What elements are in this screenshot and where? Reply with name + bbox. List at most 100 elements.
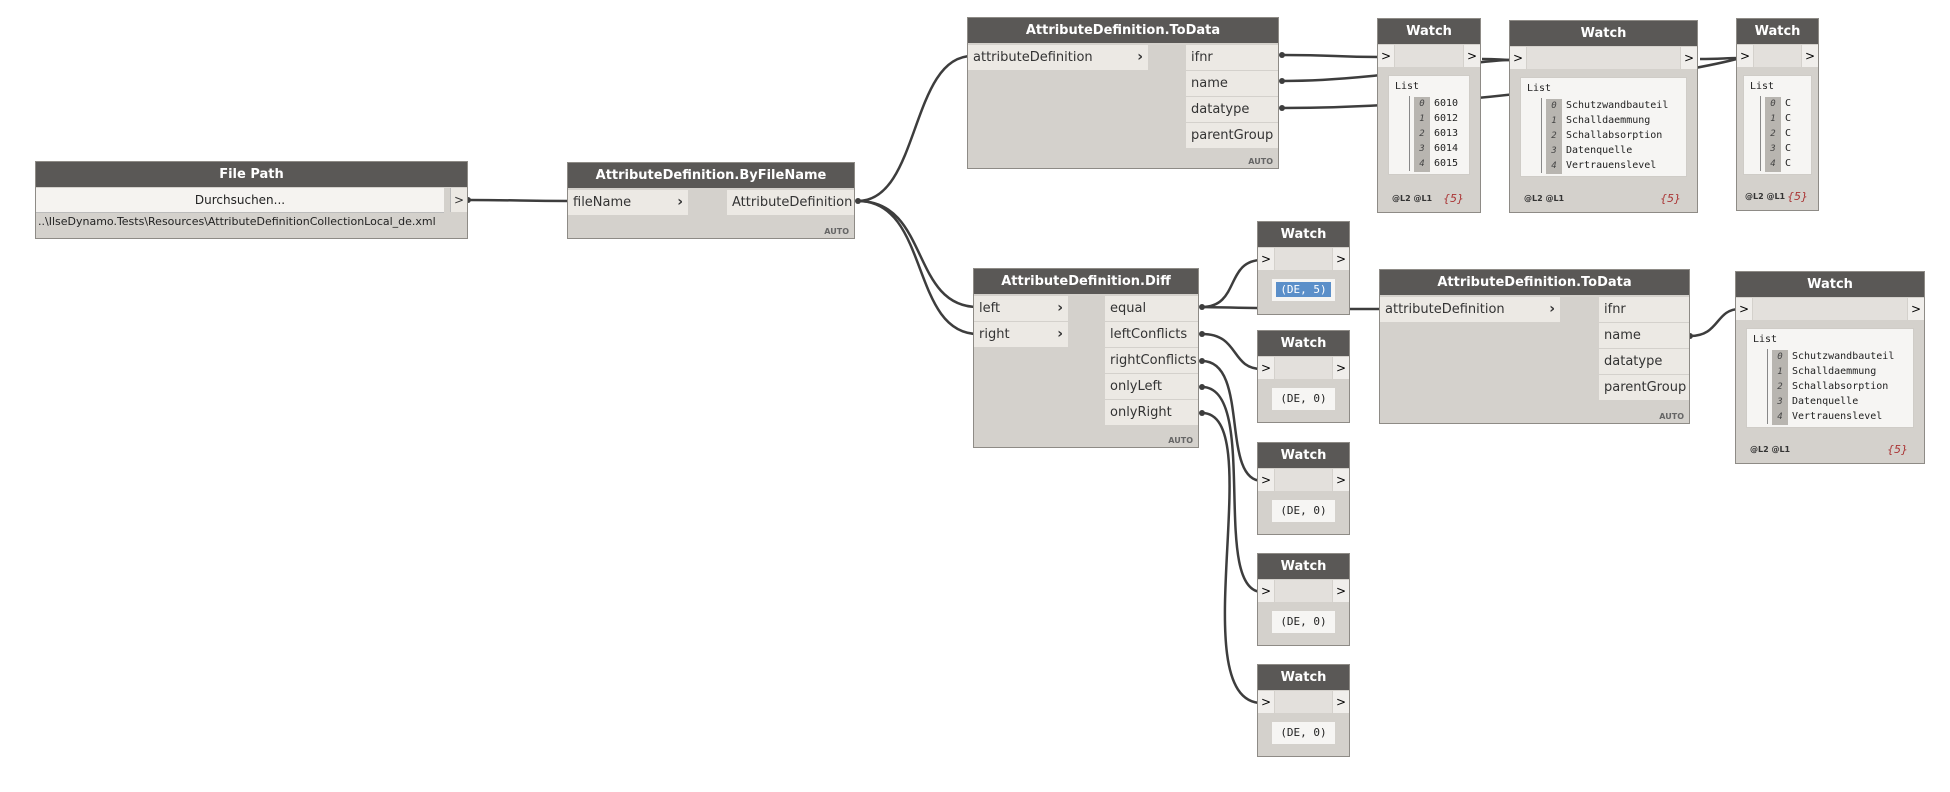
output-port-rightconflicts[interactable]: rightConflicts — [1105, 348, 1198, 373]
output-port-onlyleft[interactable]: onlyLeft — [1105, 374, 1198, 399]
watch-title: Watch — [1378, 19, 1480, 44]
watch-output-port[interactable]: > — [1333, 580, 1349, 602]
port-label: name — [1604, 328, 1641, 343]
wire-watch-chain-2 — [1699, 56, 1741, 61]
port-label: ifnr — [1191, 50, 1213, 65]
watch-port-bar — [1275, 248, 1332, 270]
list-count: {5} — [1787, 190, 1808, 203]
chevron-right-icon: › — [677, 194, 683, 210]
watch-input-port[interactable]: > — [1258, 357, 1274, 379]
watch-input-port[interactable]: > — [1737, 45, 1753, 67]
watch-output-port[interactable]: > — [1908, 298, 1924, 320]
input-port-filename[interactable]: fileName › — [568, 190, 688, 215]
by-file-name-node[interactable]: AttributeDefinition.ByFileName fileName … — [567, 162, 855, 239]
list-label: List — [1527, 83, 1552, 94]
output-port-equal[interactable]: equal — [1105, 296, 1198, 321]
watch-footer: @L2 @L1 {5} — [1741, 190, 1814, 204]
input-port-left[interactable]: left› — [974, 296, 1068, 321]
file-path-output-port[interactable]: > — [450, 188, 467, 212]
watch-output-port[interactable]: > — [1681, 47, 1697, 69]
output-port-parentgroup[interactable]: parentGroup — [1186, 123, 1278, 148]
port-label: parentGroup — [1604, 380, 1687, 395]
watch-input-port[interactable]: > — [1258, 691, 1274, 713]
watch-footer: @L2 @L1 {5} — [1388, 192, 1470, 206]
watch-node-equal[interactable]: Watch > > (DE, 5) — [1257, 221, 1350, 315]
watch-value: (DE, 0) — [1272, 722, 1335, 744]
port-label: rightConflicts — [1110, 353, 1197, 368]
file-path-title: File Path — [36, 162, 467, 187]
output-port-attributedefinition[interactable]: AttributeDefinition — [727, 190, 854, 215]
watch-title: Watch — [1258, 443, 1349, 468]
watch-node-onlyleft[interactable]: Watch > > (DE, 0) — [1257, 553, 1350, 646]
chevron-right-icon: › — [1549, 301, 1555, 317]
watch-node-leftconflicts[interactable]: Watch > > (DE, 0) — [1257, 330, 1350, 423]
watch-input-port[interactable]: > — [1736, 298, 1752, 320]
output-port-leftconflicts[interactable]: leftConflicts — [1105, 322, 1198, 347]
watch-input-port[interactable]: > — [1258, 580, 1274, 602]
port-label: attributeDefinition — [1385, 302, 1505, 317]
wire-equal-to-watch — [1201, 258, 1263, 309]
wire-byfilename-to-diff-right — [857, 199, 979, 336]
output-port-ifnr[interactable]: ifnr — [1599, 297, 1689, 322]
to-data-title: AttributeDefinition.ToData — [968, 18, 1278, 43]
watch-input-port[interactable]: > — [1258, 469, 1274, 491]
output-port-ifnr[interactable]: ifnr — [1186, 45, 1278, 70]
port-label: left — [979, 301, 1001, 316]
watch-output-port[interactable]: > — [1333, 691, 1349, 713]
watch-input-port[interactable]: > — [1510, 47, 1526, 69]
to-data-node-2[interactable]: AttributeDefinition.ToData attributeDefi… — [1379, 269, 1690, 424]
by-file-name-title: AttributeDefinition.ByFileName — [568, 163, 854, 188]
watch-input-port[interactable]: > — [1378, 45, 1394, 67]
watch-output-port[interactable]: > — [1333, 469, 1349, 491]
list-levels: @L2 @L1 — [1392, 194, 1433, 203]
watch-output-port[interactable]: > — [1333, 357, 1349, 379]
diff-node[interactable]: AttributeDefinition.Diff left› right› eq… — [973, 268, 1199, 448]
lacing-label: AUTO — [824, 227, 849, 236]
port-label: fileName — [573, 195, 632, 210]
watch-title: Watch — [1258, 665, 1349, 690]
output-port-parentgroup[interactable]: parentGroup — [1599, 375, 1689, 400]
watch-output-port[interactable]: > — [1333, 248, 1349, 270]
to-data-node-1[interactable]: AttributeDefinition.ToData attributeDefi… — [967, 17, 1279, 169]
output-port-datatype[interactable]: datatype — [1186, 97, 1278, 122]
input-port-right[interactable]: right› — [974, 322, 1068, 347]
watch-node-onlyright[interactable]: Watch > > (DE, 0) — [1257, 664, 1350, 757]
browse-button[interactable]: Durchsuchen... — [36, 188, 444, 213]
input-port-attributedefinition[interactable]: attributeDefinition › — [1380, 297, 1560, 322]
input-port-attributedefinition[interactable]: attributeDefinition › — [968, 45, 1148, 70]
watch-input-port[interactable]: > — [1258, 248, 1274, 270]
watch-output-port[interactable]: > — [1802, 45, 1818, 67]
wire-filepath-to-filename — [467, 198, 571, 203]
watch-port-bar — [1754, 45, 1801, 67]
output-port-onlyright[interactable]: onlyRight — [1105, 400, 1198, 425]
port-label: onlyLeft — [1110, 379, 1162, 394]
watch-title: Watch — [1736, 272, 1924, 297]
watch-output-port[interactable]: > — [1464, 45, 1480, 67]
file-path-node[interactable]: File Path Durchsuchen... > ..\IlseDynamo… — [35, 161, 468, 239]
output-port-name[interactable]: name — [1599, 323, 1689, 348]
wire-rightconflicts-to-watch — [1201, 359, 1263, 483]
output-port-name[interactable]: name — [1186, 71, 1278, 96]
output-port-datatype[interactable]: datatype — [1599, 349, 1689, 374]
wire-byfilename-to-todata — [857, 54, 973, 203]
watch-port-bar — [1275, 691, 1332, 713]
watch-port-bar — [1395, 45, 1463, 67]
watch-value: (DE, 0) — [1272, 500, 1335, 522]
watch-node-rightconflicts[interactable]: Watch > > (DE, 0) — [1257, 442, 1350, 535]
watch-port-bar — [1753, 298, 1907, 320]
wire-ifnr-to-watch — [1281, 53, 1381, 59]
